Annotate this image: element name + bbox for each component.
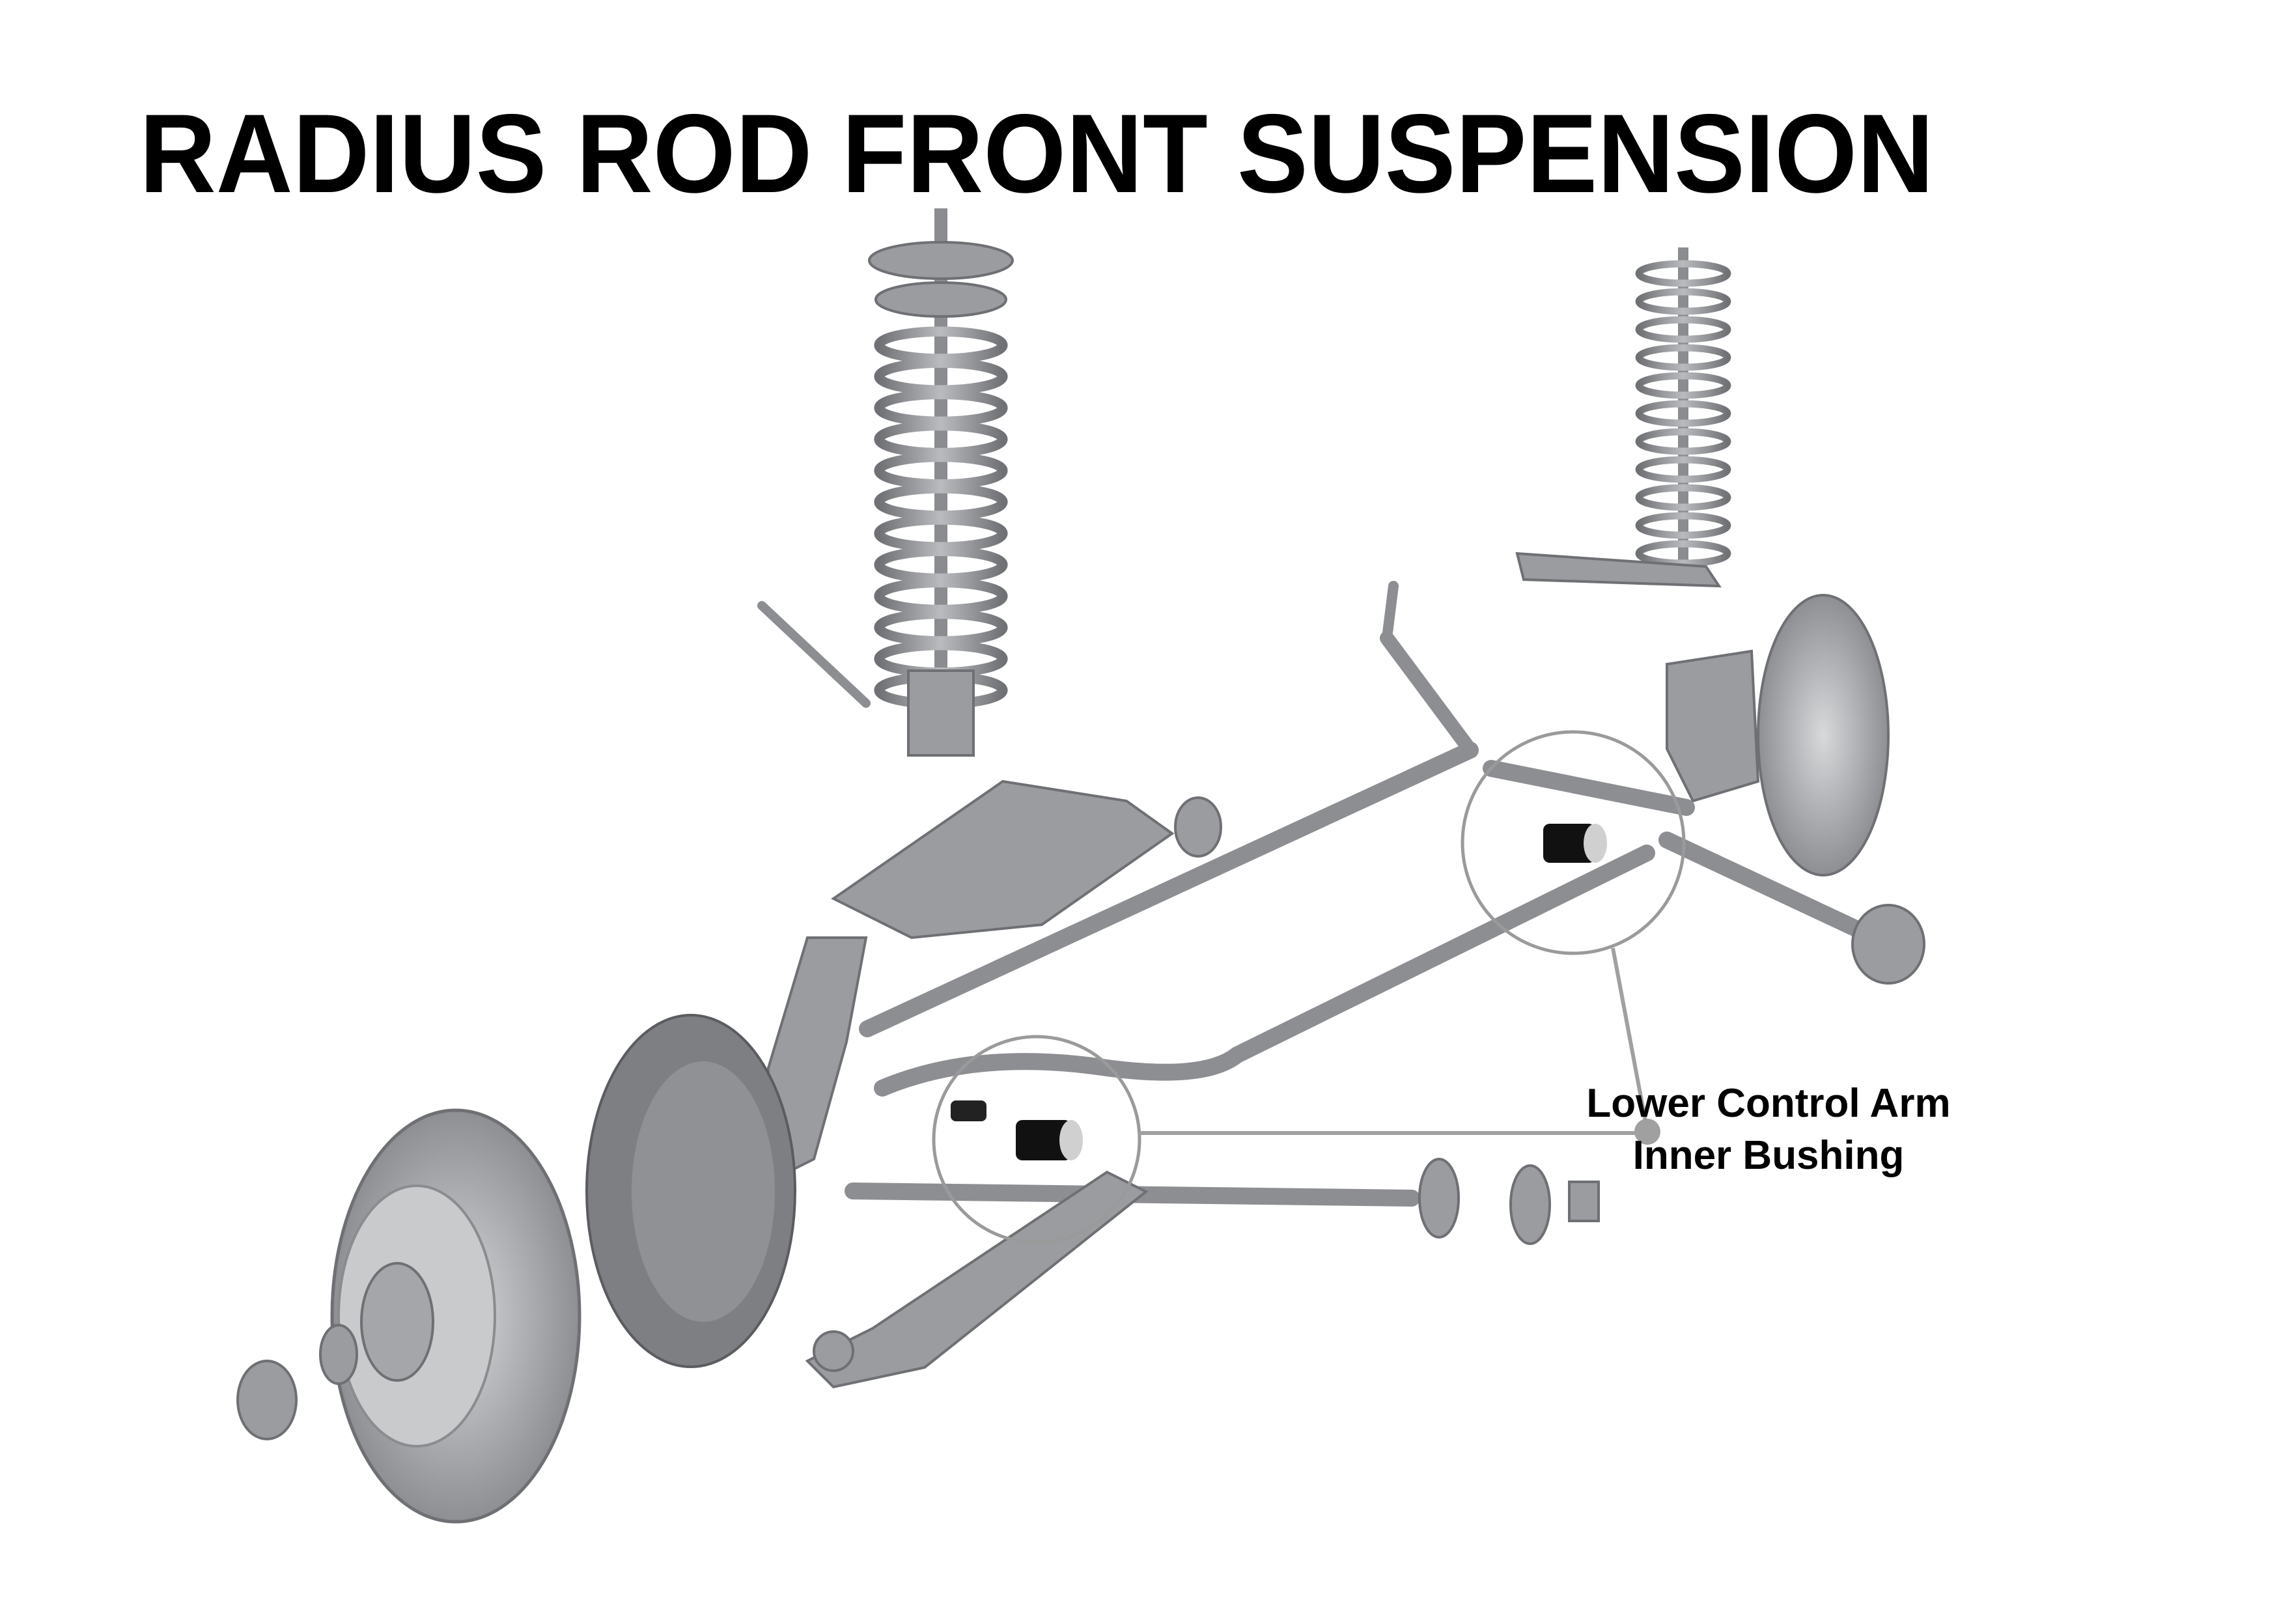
callout-leader [932, 730, 1686, 1244]
spring-coil [1635, 344, 1731, 371]
backing-plate [585, 1014, 796, 1368]
steering-linkage [757, 581, 1479, 1037]
sway-bar [874, 845, 1655, 1097]
upper-control-arm-left [831, 779, 1222, 940]
spring-coil [1635, 512, 1731, 539]
spring-coil [1635, 316, 1731, 343]
hub-nut [236, 1324, 358, 1440]
callout-label-line1: Lower Control Arm [1586, 1081, 1950, 1126]
callout-label-line2: Inner Bushing [1633, 1133, 1905, 1178]
right-side-assembly [1483, 552, 1925, 985]
spring-coil [1635, 456, 1731, 483]
radius-rod [845, 1158, 1600, 1245]
spring-coil [1635, 540, 1731, 567]
lower-control-arm-left [805, 1170, 1149, 1389]
spring-coil [1635, 288, 1731, 315]
inner-bushing-right [1543, 824, 1607, 863]
brake-rotor [330, 1108, 581, 1524]
callout-dot [1634, 1119, 1660, 1145]
left-coil-spring [868, 208, 1014, 757]
callout-circle-right [1461, 730, 1686, 955]
spring-coil [1635, 428, 1731, 455]
spring-coil [1635, 400, 1731, 427]
callout-circle-left [932, 1035, 1141, 1244]
spring-coil [1635, 484, 1731, 511]
diagram-title: RADIUS ROD FRONT SUSPENSION [139, 91, 1934, 216]
spring-coil [1635, 260, 1731, 287]
spring-coil [1635, 372, 1731, 399]
inner-bushing-left [951, 1100, 1083, 1160]
right-coil-spring [1635, 247, 1731, 573]
